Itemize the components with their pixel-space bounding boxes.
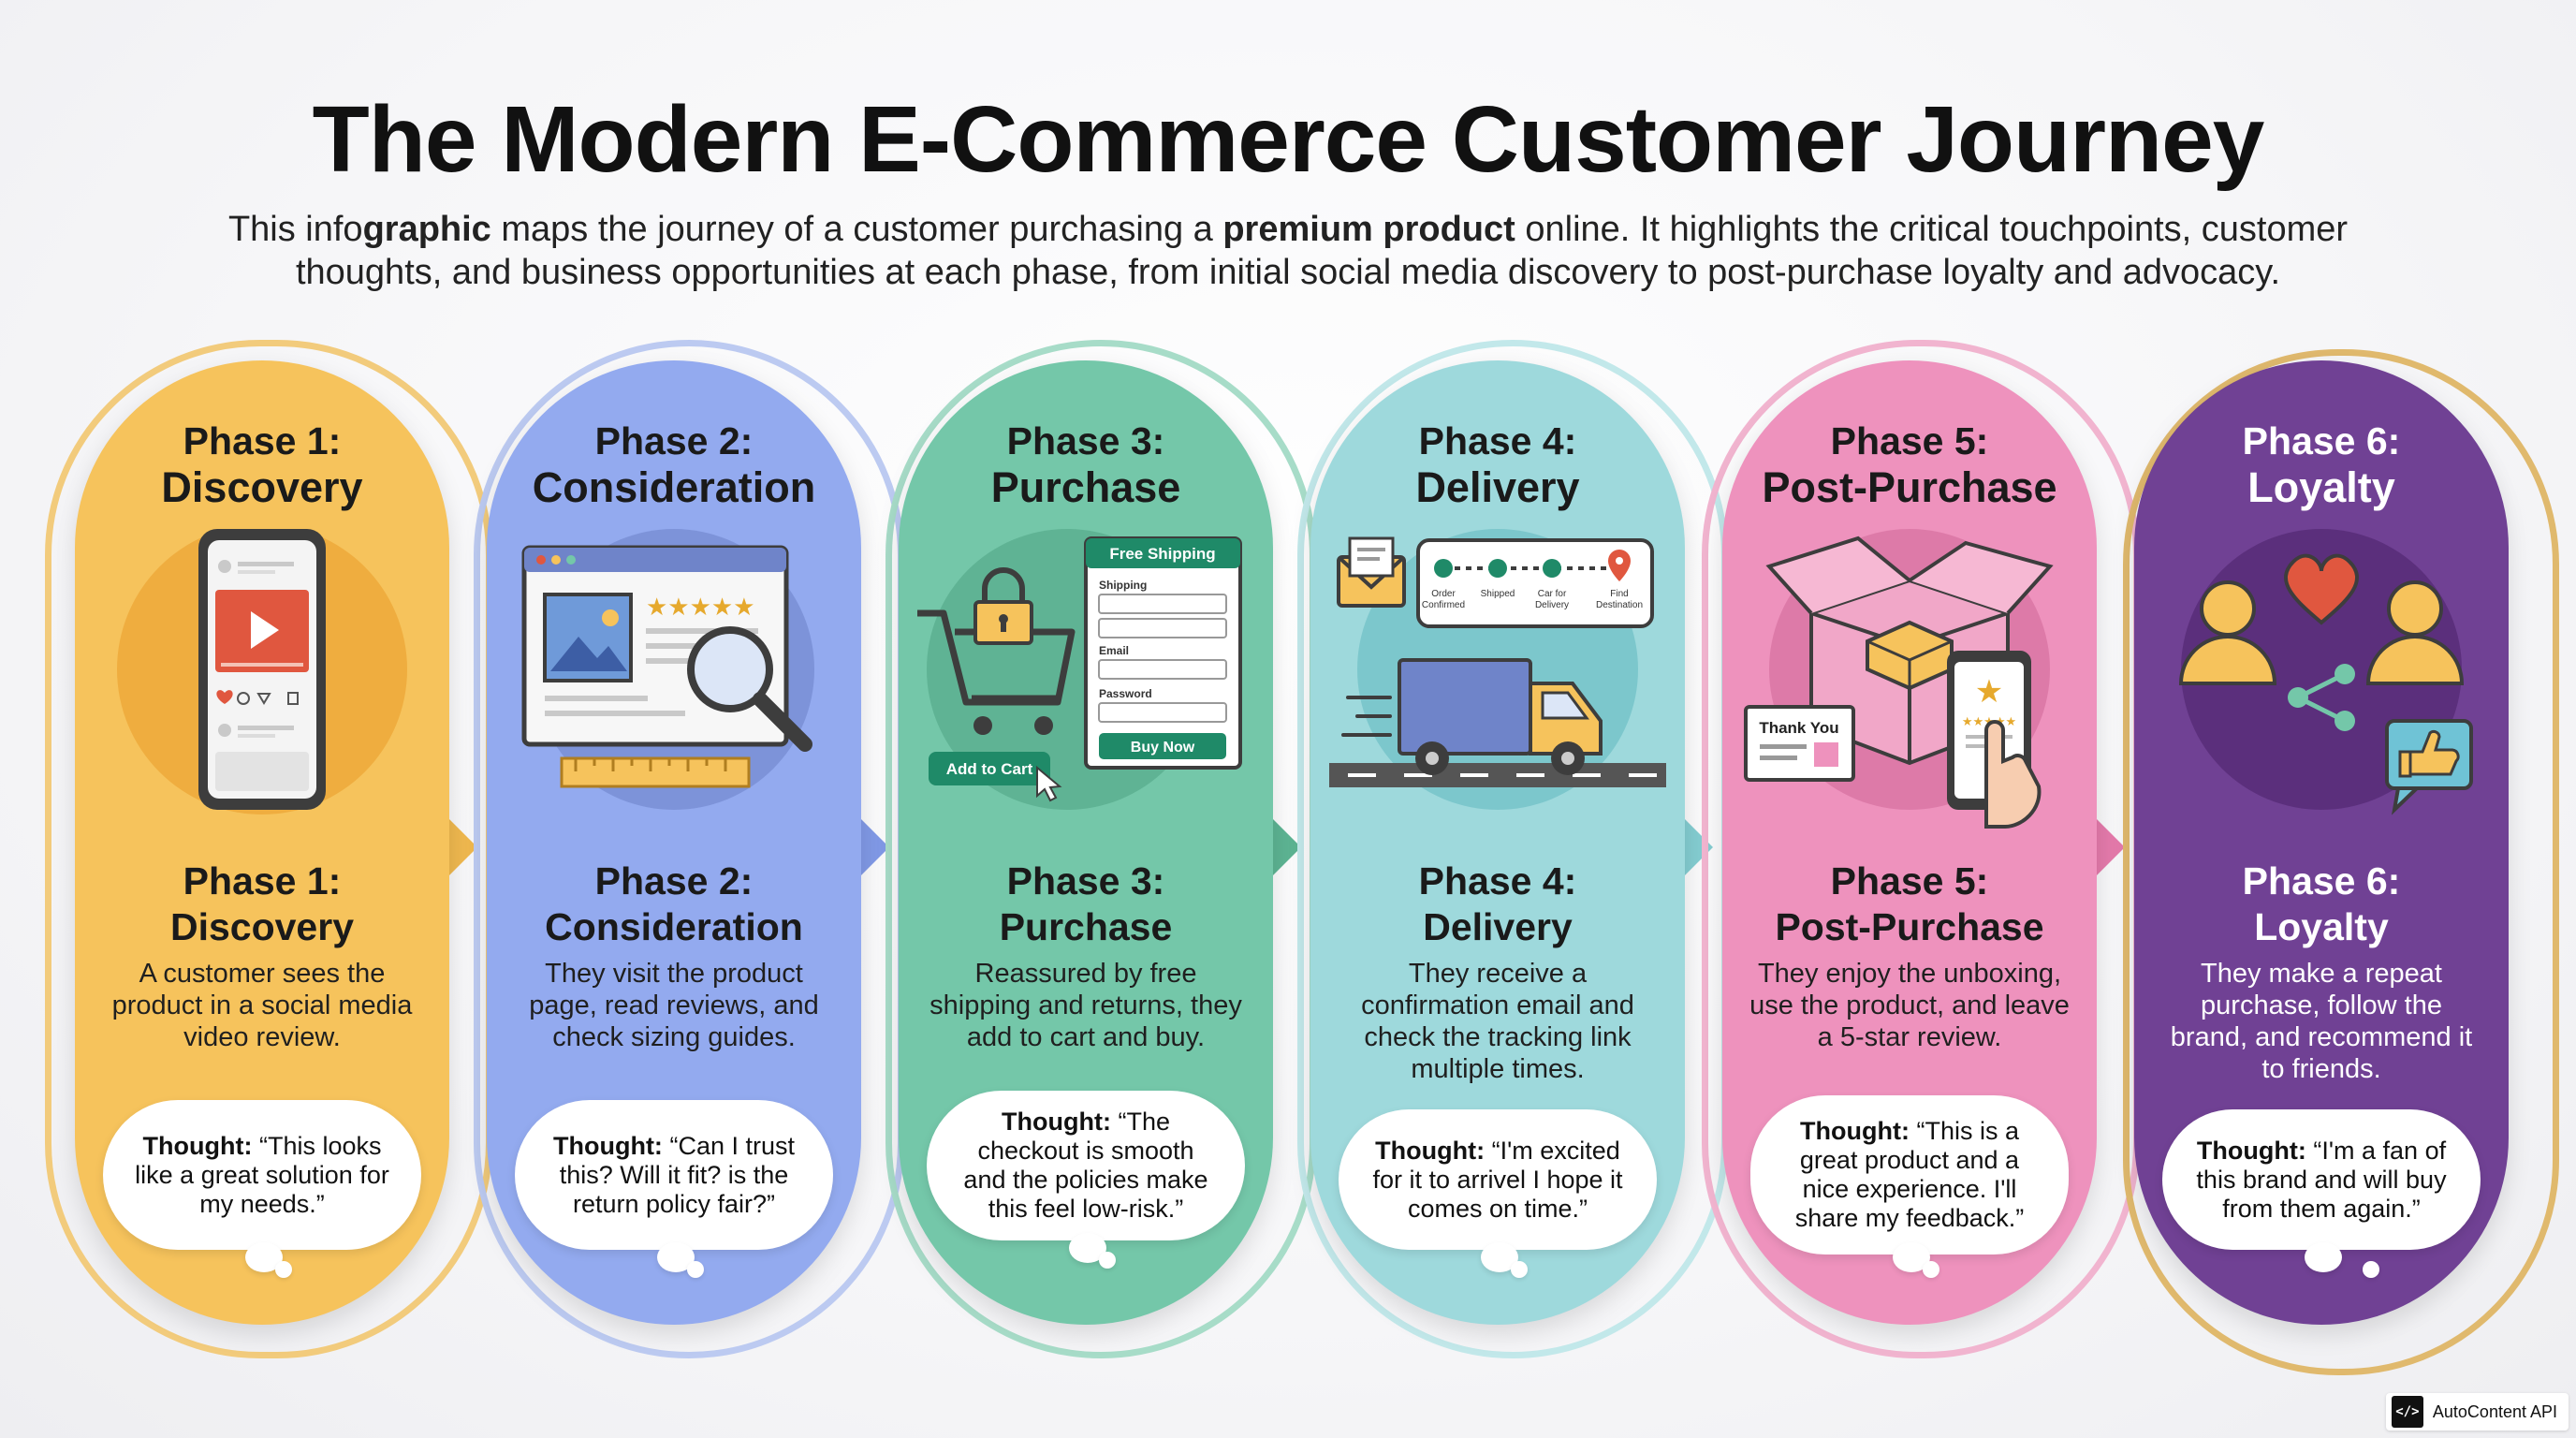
phase-title: Phase 1:Discovery	[169, 859, 354, 948]
phase-description: Reassured by free shipping and returns, …	[929, 959, 1242, 1052]
svg-text:Email: Email	[1099, 644, 1129, 657]
svg-text:Free Shipping: Free Shipping	[1109, 545, 1215, 563]
phase-title: Phase 4:Delivery	[1418, 859, 1577, 948]
phase-description: They enjoy the unboxing, use the product…	[1749, 959, 2070, 1052]
smartphone-video-icon	[117, 529, 407, 814]
watermark: </> AutoContent API	[2385, 1393, 2569, 1431]
svg-text:Car for: Car for	[1538, 589, 1567, 599]
phase-card-loyalty: Phase 6:Loyalty Phase 6:Loyalty They mak…	[2123, 349, 2559, 1375]
phase-title: Phase 6:Loyalty	[2242, 859, 2401, 948]
phase-header: Phase 3:Purchase	[990, 419, 1181, 511]
community-heart-icon	[2178, 529, 2473, 815]
svg-text:Confirmed: Confirmed	[1422, 600, 1465, 610]
phase-card-purchase: Phase 3:Purchase Add to Cart Free Shippi…	[886, 340, 1316, 1358]
phase-header: Phase 5:Post-Purchase	[1762, 419, 2057, 511]
thought-bubble: Thought: “I'm excited for it to arrivel …	[1339, 1109, 1657, 1250]
svg-text:Add to Cart: Add to Cart	[946, 760, 1033, 778]
phase-header: Phase 6:Loyalty	[2242, 419, 2401, 511]
svg-text:★★★★★: ★★★★★	[646, 594, 755, 622]
svg-text:Thank You: Thank You	[1759, 719, 1838, 737]
phase-header: Phase 1:Discovery	[161, 419, 363, 511]
svg-text:Shipping: Shipping	[1099, 579, 1147, 592]
svg-text:Destination: Destination	[1596, 600, 1643, 610]
page-subtitle: This infographic maps the journey of a c…	[227, 210, 2349, 292]
thought-bubble: Thought: “The checkout is smooth and the…	[927, 1091, 1245, 1240]
unboxing-review-icon: Thank You ★ ★★★★★	[1744, 529, 2054, 829]
phase-card-consideration: Phase 2:Consideration ★★★★★ Phase 2:Cons…	[474, 340, 904, 1358]
phase-description: They make a repeat purchase, follow the …	[2170, 959, 2473, 1084]
svg-text:Shipped: Shipped	[1481, 589, 1515, 599]
phase-description: They receive a confirmation email and ch…	[1361, 959, 1634, 1084]
svg-text:★: ★	[1975, 673, 2003, 711]
phase-card-post-purchase: Phase 5:Post-Purchase Thank You ★ ★★★★★ …	[1702, 340, 2140, 1358]
thought-bubble: Thought: “I'm a fan of this brand and wi…	[2162, 1109, 2481, 1250]
svg-text:Delivery: Delivery	[1535, 600, 1569, 610]
svg-text:Buy Now: Buy Now	[1131, 740, 1195, 756]
product-page-magnifier-icon: ★★★★★	[521, 529, 814, 810]
thought-bubble: Thought: “This looks like a great soluti…	[103, 1100, 421, 1250]
thought-bubble: Thought: “This is a great product and a …	[1750, 1095, 2069, 1255]
thought-bubble: Thought: “Can I trust this? Will it fit?…	[515, 1100, 833, 1250]
page-title: The Modern E-Commerce Customer Journey	[312, 87, 2265, 192]
phase-title: Phase 5:Post-Purchase	[1775, 859, 2044, 948]
svg-text:Find: Find	[1610, 589, 1628, 599]
svg-text:Order: Order	[1431, 589, 1456, 599]
phase-description: They visit the product page, read review…	[529, 959, 819, 1052]
code-icon: </>	[2391, 1396, 2423, 1428]
phase-title: Phase 2:Consideration	[545, 859, 803, 948]
phase-header: Phase 4:Delivery	[1415, 419, 1580, 511]
phase-card-discovery: Phase 1:Discovery Phase 1:Discovery A cu…	[45, 340, 492, 1358]
svg-text:Password: Password	[1099, 687, 1152, 700]
phase-card-delivery: Phase 4:Delivery Order Confirmed Shipped…	[1297, 340, 1728, 1358]
phase-header: Phase 2:Consideration	[532, 419, 816, 511]
delivery-truck-icon: Order Confirmed Shipped Car for Delivery…	[1329, 529, 1666, 810]
watermark-text: AutoContent API	[2432, 1401, 2557, 1421]
cart-checkout-icon: Add to Cart Free Shipping Shipping Email…	[917, 529, 1242, 810]
phase-title: Phase 3:Purchase	[999, 859, 1173, 948]
phase-description: A customer sees the product in a social …	[111, 959, 413, 1052]
